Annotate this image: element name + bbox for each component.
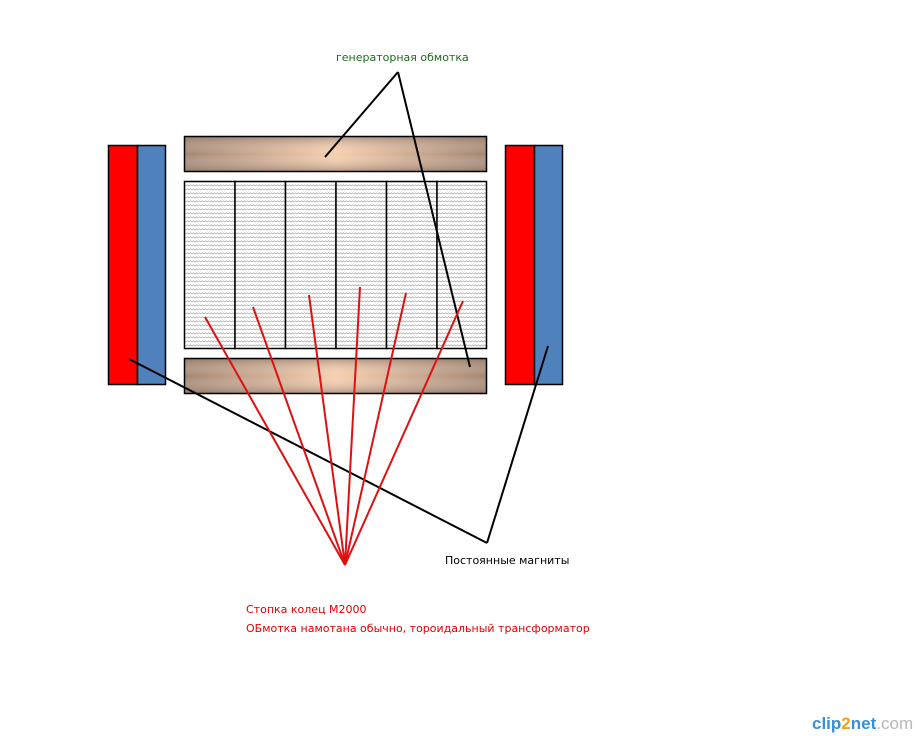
ring — [436, 180, 488, 350]
winding-leader-lines — [324, 71, 471, 368]
watermark-part: 2 — [841, 714, 851, 733]
left-magnet — [107, 144, 167, 386]
ring — [183, 180, 236, 350]
ring — [385, 180, 438, 350]
watermark-part: net — [850, 714, 877, 733]
ring — [284, 180, 337, 350]
watermark-part: .com — [876, 714, 914, 733]
magnet-leader-lines — [128, 345, 549, 544]
watermark-part: clip — [812, 714, 842, 733]
ring-stack — [183, 180, 488, 350]
ring-stack-label: Стопка колец М2000 — [246, 603, 367, 616]
generator-winding-label: генераторная обмотка — [336, 51, 469, 64]
permanent-magnets-label: Постоянные магниты — [445, 554, 569, 567]
bottom-winding-bar — [183, 357, 488, 395]
ring-leader-lines — [204, 286, 464, 566]
right-magnet — [504, 144, 564, 386]
clip2net-watermark: clip2net.com — [812, 714, 913, 734]
winding-note-label: ОБмотка намотана обычно, тороидальный тр… — [246, 622, 590, 635]
top-winding-bar — [183, 135, 488, 173]
ring — [234, 180, 287, 350]
ring — [335, 180, 388, 350]
